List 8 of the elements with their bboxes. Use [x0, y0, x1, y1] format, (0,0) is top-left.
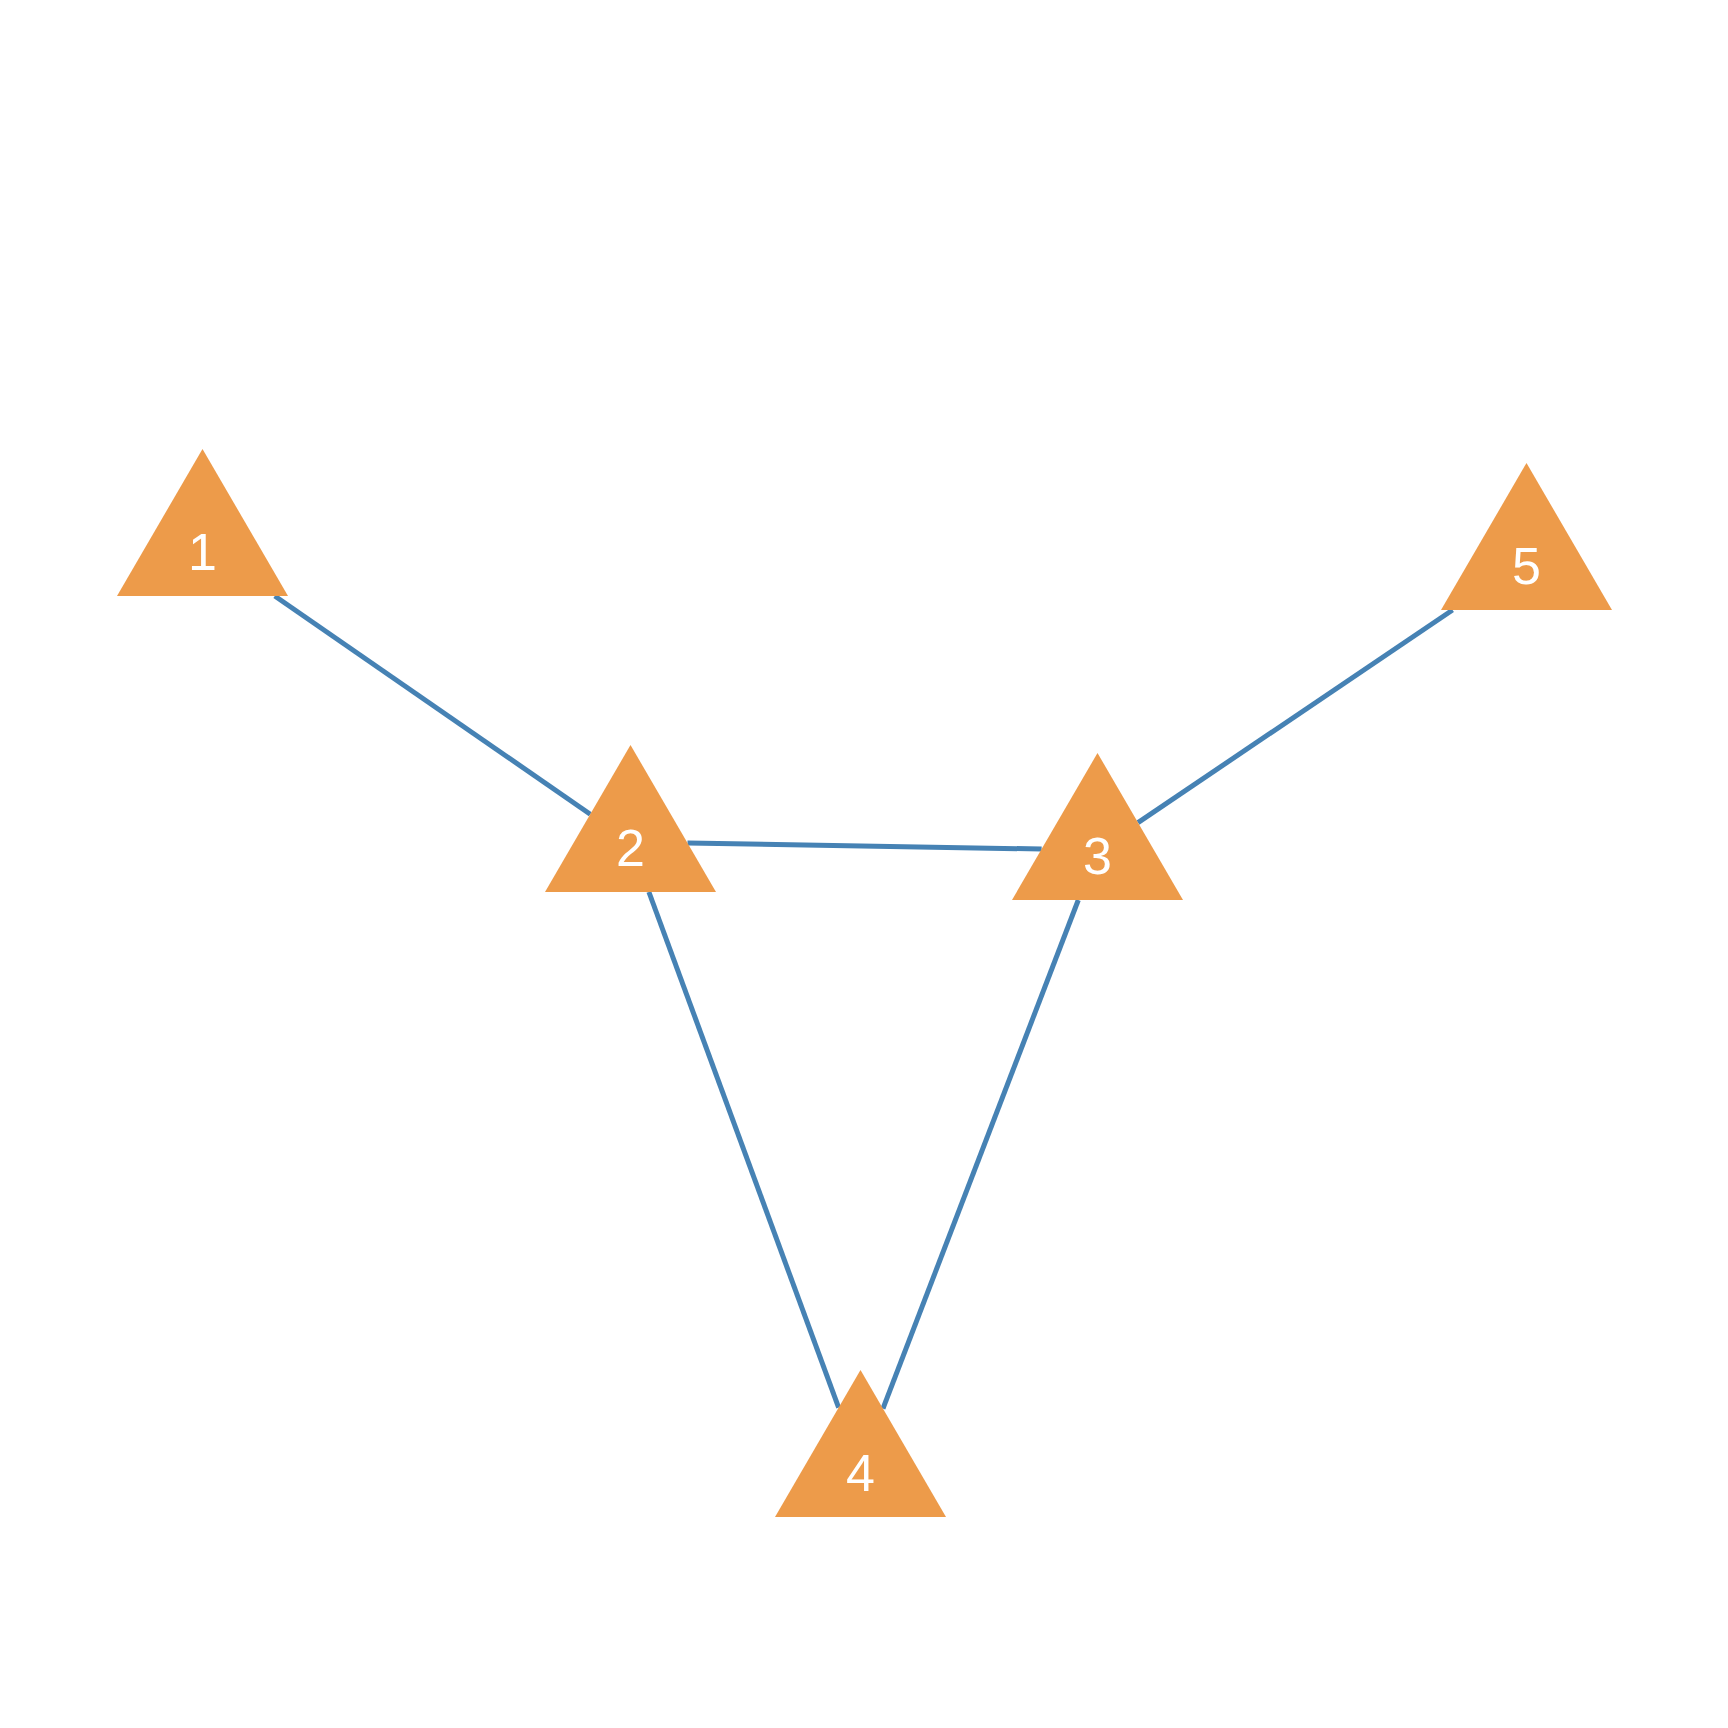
node-number: 5	[1511, 539, 1542, 592]
node-number: 2	[615, 821, 646, 874]
node-number: 3	[1082, 829, 1113, 882]
connector-line	[646, 891, 841, 1409]
node-number: 4	[845, 1446, 876, 1499]
node-number: 1	[187, 525, 218, 578]
connector-line	[687, 840, 1042, 852]
connector-line	[880, 899, 1081, 1410]
